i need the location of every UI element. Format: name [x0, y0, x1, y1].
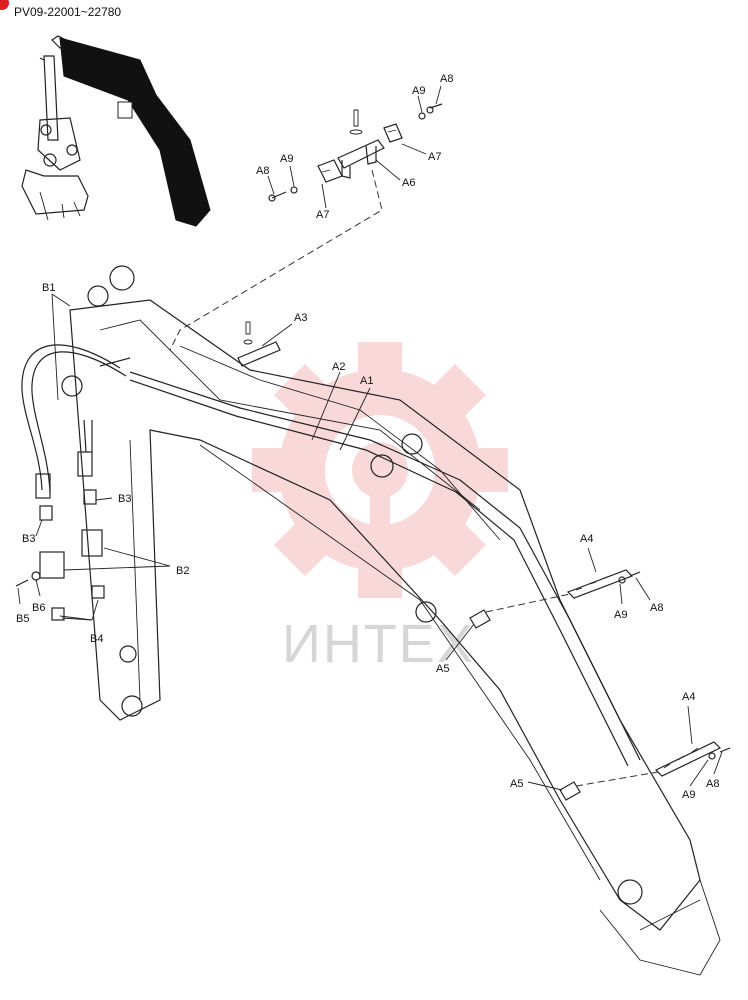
fitting-b4-right: [91, 585, 105, 599]
label-a4-upper: A4: [580, 533, 593, 545]
label-a5-upper: A5: [436, 663, 449, 675]
label-a9-top-left: A9: [280, 153, 293, 165]
clamp-a3: [237, 321, 281, 367]
label-a8-top-right: A8: [440, 73, 453, 85]
clamp-a5-lower: [559, 781, 581, 801]
serial-range: PV09-22001~22780: [14, 5, 121, 19]
washer-a9-top-left: [290, 186, 298, 194]
label-a7-right: A7: [428, 151, 441, 163]
label-a3: A3: [294, 312, 307, 324]
label-a8-upper: A8: [650, 602, 663, 614]
label-a9-upper: A9: [614, 609, 627, 621]
boom-arm: [61, 265, 721, 976]
label-b2: B2: [176, 565, 189, 577]
washer-a9-top-right: [418, 112, 426, 120]
washer-b6: [31, 571, 41, 581]
dashed-leader-a4-lower: [575, 771, 659, 787]
excavator-thumbnail: [21, 35, 211, 227]
label-b1: B1: [42, 282, 55, 294]
label-a8-top-left: A8: [256, 165, 269, 177]
clamp-assembly-top: [268, 103, 443, 202]
fitting-b4-left: [51, 607, 65, 621]
fitting-b3-upper: [83, 489, 97, 505]
label-b3-right: B3: [118, 493, 131, 505]
label-a2: A2: [332, 361, 345, 373]
watermark-gear-icon: [252, 342, 508, 598]
label-a9-lower: A9: [682, 789, 695, 801]
label-b4: B4: [90, 633, 103, 645]
label-a8-lower: A8: [706, 778, 719, 790]
bolt-b5: [15, 579, 29, 587]
bolt-a8-top-left: [268, 191, 287, 202]
block-b2-left: [39, 551, 65, 579]
block-b2-right: [81, 529, 103, 557]
label-b6: B6: [32, 602, 45, 614]
fitting-group-b: [15, 489, 105, 621]
label-a7-left: A7: [316, 209, 329, 221]
label-a4-lower: A4: [682, 691, 695, 703]
label-a5-lower: A5: [510, 778, 523, 790]
plate-a4-lower: [654, 741, 731, 777]
label-a9-top-right: A9: [412, 85, 425, 97]
leader-lines: [17, 85, 723, 791]
bolt-a8-top-right: [426, 103, 443, 114]
hose-lines-a1-a2: [129, 345, 641, 767]
dashed-leader: [169, 169, 383, 351]
plate-a4-upper: [566, 569, 641, 599]
label-a1: A1: [360, 375, 373, 387]
brand-badge-icon: [0, 0, 9, 10]
fitting-b3-lower: [39, 505, 53, 521]
hose-b1: [21, 344, 131, 499]
label-b3-left: B3: [22, 533, 35, 545]
label-b5: B5: [16, 613, 29, 625]
dashed-leader-a4-upper: [485, 593, 571, 613]
label-a6: A6: [402, 177, 415, 189]
watermark-text: ИНТЕХ: [282, 614, 475, 674]
